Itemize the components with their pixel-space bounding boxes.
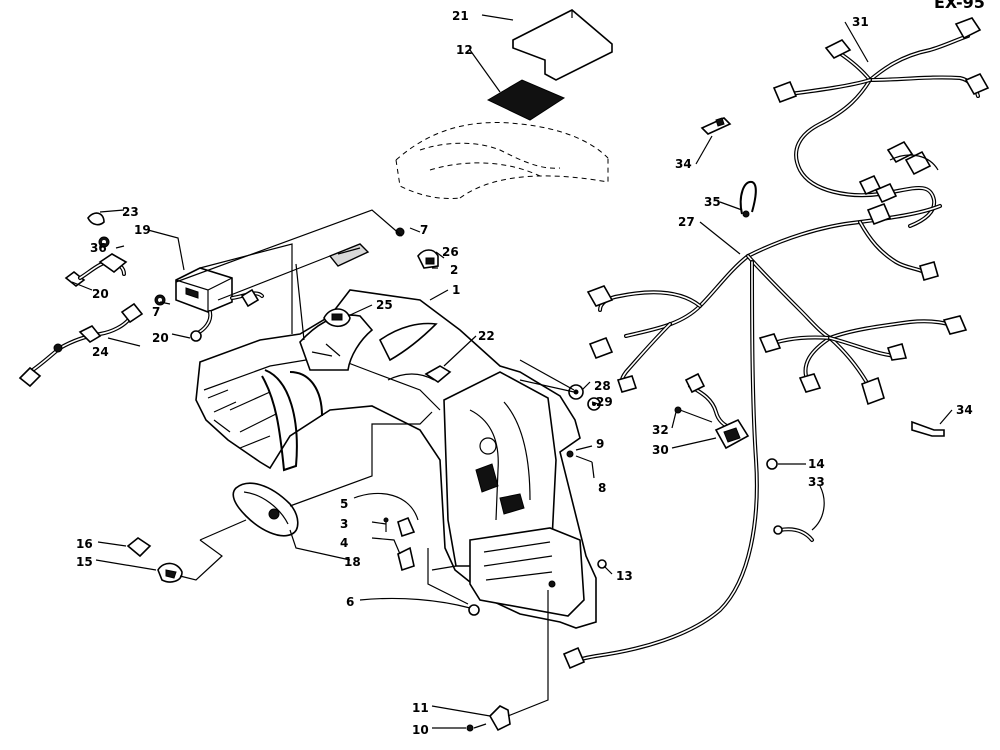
callout-21: 21 — [452, 9, 469, 23]
fastener-part-9 — [566, 450, 593, 463]
callout-31: 31 — [852, 15, 869, 29]
diagram-code: EX-95 — [934, 0, 985, 12]
harness-part-27 — [562, 202, 968, 670]
mesh-filter-part — [486, 79, 566, 121]
callout-18: 18 — [344, 555, 361, 569]
screw-part-3 — [383, 517, 389, 532]
callout-36: 36 — [90, 241, 107, 255]
callout-28: 28 — [594, 379, 611, 393]
reference-lines — [175, 209, 575, 717]
callout-labels: 21 12 31 34 35 27 23 19 36 7 26 2 1 25 2… — [76, 9, 973, 737]
callout-13: 13 — [616, 569, 633, 583]
light-part-15 — [157, 562, 183, 583]
screw-part-10 — [466, 723, 487, 732]
callout-32: 32 — [652, 423, 669, 437]
switch-part-30 — [684, 372, 750, 450]
washer-part-7-top — [395, 227, 405, 237]
callout-34-right: 34 — [956, 403, 973, 417]
washer-part-7-left — [154, 294, 166, 306]
callout-35: 35 — [704, 195, 721, 209]
bracket-part-2 — [328, 243, 370, 267]
callout-11: 11 — [412, 701, 429, 715]
callout-12: 12 — [456, 43, 473, 57]
sensor-part-33 — [773, 525, 814, 542]
switch-part-26 — [417, 249, 439, 269]
callout-7-left: 7 — [152, 305, 160, 319]
callout-9: 9 — [596, 437, 604, 451]
callout-14: 14 — [808, 457, 825, 471]
bracket-part-11 — [489, 705, 511, 732]
washer-part-28 — [568, 384, 584, 400]
callout-8: 8 — [598, 481, 606, 495]
washer-part-14 — [766, 458, 778, 470]
callout-25: 25 — [376, 298, 393, 312]
callout-20-top: 20 — [92, 287, 109, 301]
cable-part-24 — [18, 302, 144, 388]
clamp-part-35 — [739, 180, 757, 218]
callout-26: 26 — [442, 245, 459, 259]
callout-3: 3 — [340, 517, 348, 531]
callout-30: 30 — [652, 443, 669, 457]
callout-34-top: 34 — [675, 157, 692, 171]
callout-4: 4 — [340, 536, 348, 550]
plug-part-6 — [468, 604, 480, 616]
callout-6: 6 — [346, 595, 354, 609]
grommet-part-36 — [98, 236, 110, 248]
bezel-part-18 — [232, 482, 299, 537]
cover-plate-part — [512, 9, 613, 81]
console-housing-part — [195, 289, 597, 629]
callout-2: 2 — [450, 263, 458, 277]
callout-24: 24 — [92, 345, 109, 359]
callout-27: 27 — [678, 215, 695, 229]
callout-23: 23 — [122, 205, 139, 219]
connector-part-34-top — [700, 117, 732, 135]
leader-lines — [71, 14, 953, 729]
callout-20-bottom: 20 — [152, 331, 169, 345]
knob-part-16 — [126, 537, 152, 558]
callout-22: 22 — [478, 329, 495, 343]
callout-33: 33 — [808, 475, 825, 489]
callout-19: 19 — [134, 223, 151, 237]
callout-7-top: 7 — [420, 223, 428, 237]
callout-1: 1 — [452, 283, 460, 297]
harness-part-31 — [772, 17, 990, 228]
knob-part-25 — [323, 308, 351, 328]
callout-29: 29 — [596, 395, 613, 409]
callout-15: 15 — [76, 555, 93, 569]
callout-5: 5 — [340, 497, 348, 511]
nut-part-29 — [587, 397, 601, 411]
key-switch-part-20 — [64, 253, 128, 288]
screw-part-32 — [674, 406, 713, 423]
plug-part-23 — [87, 212, 105, 226]
callout-16: 16 — [76, 537, 93, 551]
clip-part-4 — [397, 516, 416, 572]
switch-box-part-19 — [175, 267, 264, 342]
callout-10: 10 — [412, 723, 429, 737]
connector-part-34-right — [911, 420, 945, 437]
tank-outline — [395, 122, 609, 199]
